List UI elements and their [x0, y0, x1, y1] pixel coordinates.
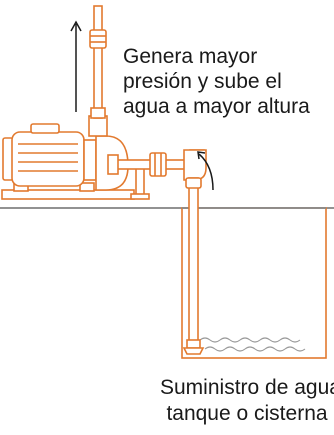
discharge-label-line-2: presión y sube el	[123, 70, 282, 93]
suction-arrow-icon	[197, 151, 214, 191]
pump-base	[1, 166, 150, 200]
supply-label-line-1: Suministro de agua	[160, 376, 334, 399]
discharge-label: Genera mayor presión y sube el agua a ma…	[123, 44, 310, 119]
flow-up-arrow-icon	[70, 20, 82, 112]
water-surface	[199, 337, 306, 352]
discharge-pipe-icon	[89, 5, 107, 119]
centrifugal-pump-icon	[2, 115, 129, 191]
discharge-label-line-3: agua a mayor altura	[123, 95, 310, 118]
suction-pipe-icon	[107, 149, 207, 344]
supply-label-line-2: tanque o cisterna	[166, 402, 328, 425]
discharge-label-line-1: Genera mayor	[123, 45, 258, 68]
supply-label: Suministro de agua tanque o cisterna	[160, 375, 334, 427]
water-tank-icon	[181, 207, 327, 359]
foot-valve-icon	[182, 339, 205, 355]
